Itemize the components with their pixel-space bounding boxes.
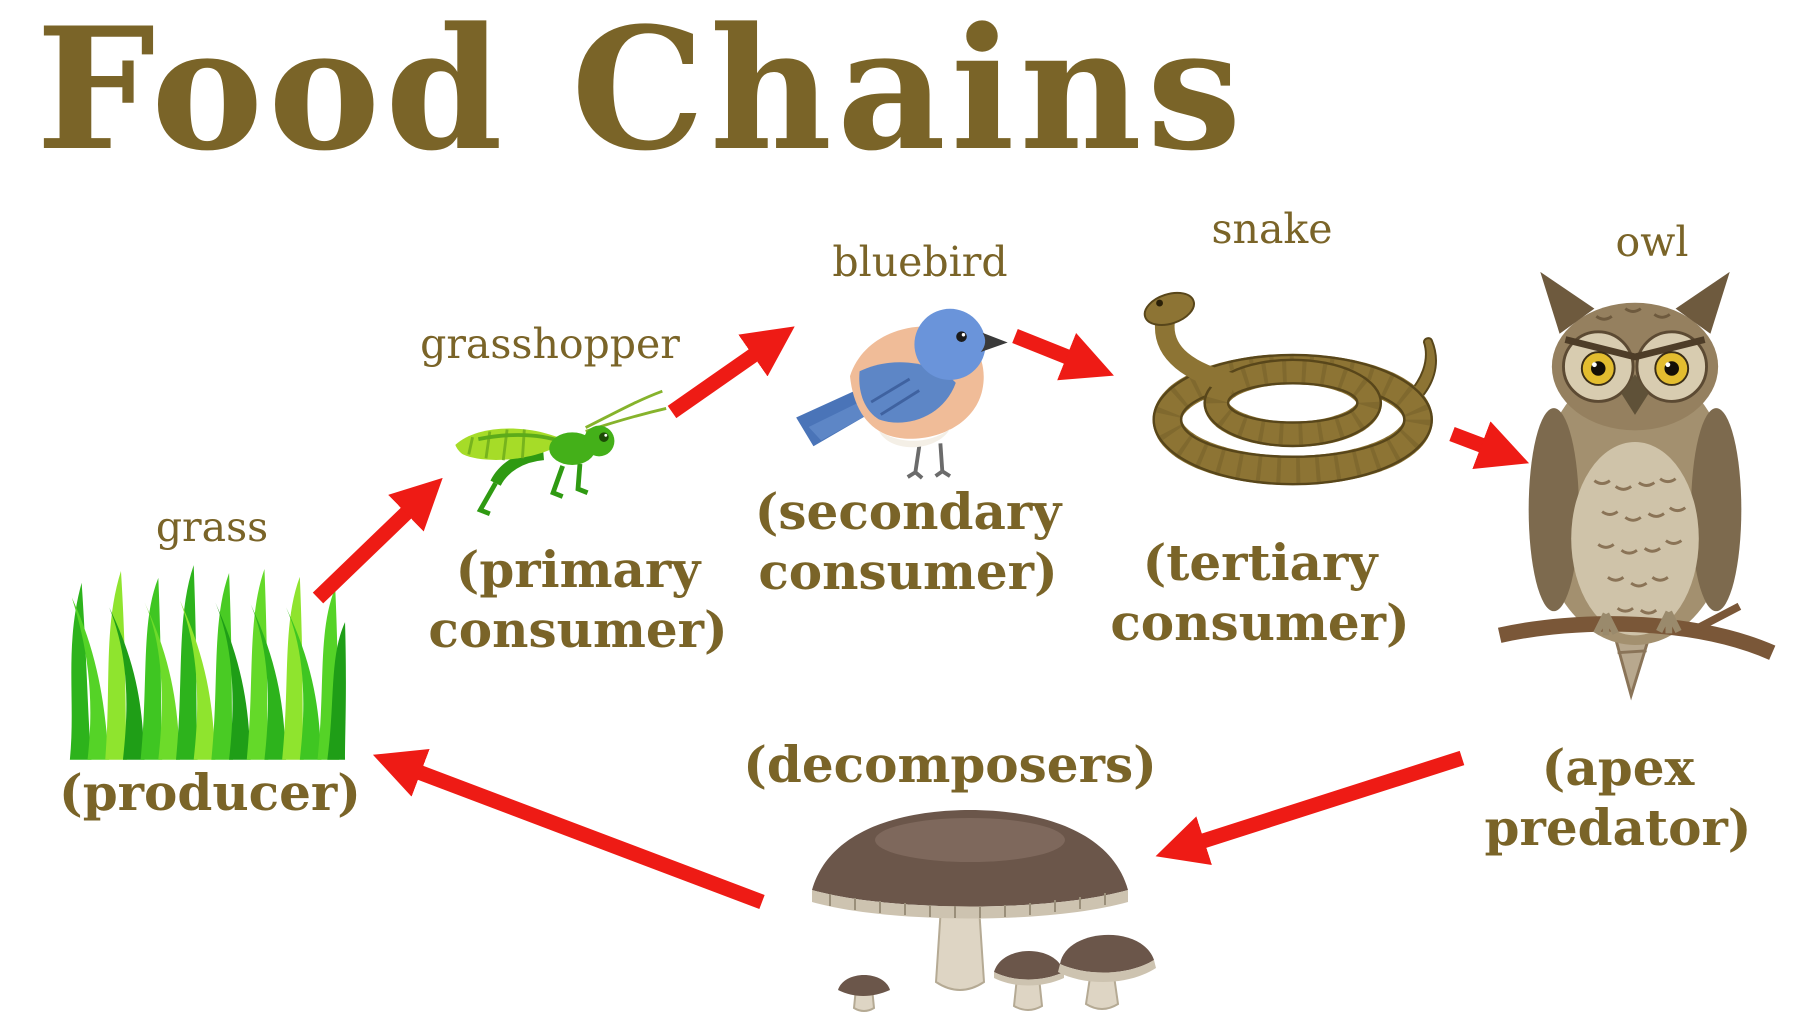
owl-talons (1593, 610, 1682, 636)
arrow-decomposers-to-grass (372, 748, 765, 910)
branch (1497, 616, 1776, 660)
mushrooms-illustration (812, 810, 1156, 1012)
apex-predator-role: (apex predator) (1484, 738, 1752, 857)
owl-ear-tuft (1675, 271, 1730, 334)
decomposers-role: (decomposers) (743, 735, 1157, 794)
grasshopper-label: grasshopper (420, 320, 680, 368)
grass-label: grass (155, 503, 269, 551)
bluebird-eye (956, 331, 967, 342)
arrow-grasshopper-to-bluebird (667, 326, 795, 419)
bluebird-beak (980, 332, 1008, 353)
tertiary-consumer-role: (tertiary consumer) (1110, 533, 1410, 652)
grasshopper-eye (599, 432, 609, 442)
snake-label: snake (1211, 205, 1333, 253)
producer-role: (producer) (59, 763, 361, 822)
snake-eye (1156, 299, 1163, 307)
secondary-consumer-role: (secondary consumer) (754, 482, 1062, 601)
grass-illustration (69, 565, 346, 760)
owl-illustration (1497, 271, 1776, 701)
owl-beak (1621, 374, 1649, 415)
primary-consumer-role: (primary consumer) (428, 540, 728, 659)
bluebird-illustration (796, 308, 1008, 480)
owl-label: owl (1615, 218, 1689, 266)
bluebird-label: bluebird (832, 238, 1008, 286)
owl-ear-tuft (1540, 271, 1595, 334)
grasshopper-illustration (455, 389, 667, 517)
antenna (585, 389, 663, 429)
arrow-owl-to-decomposers (1155, 750, 1465, 865)
arrow-bluebird-to-snake (1012, 329, 1114, 381)
page-title: Food Chains (36, 0, 1247, 188)
snake-head (1143, 291, 1195, 326)
snake-illustration (1143, 291, 1437, 486)
